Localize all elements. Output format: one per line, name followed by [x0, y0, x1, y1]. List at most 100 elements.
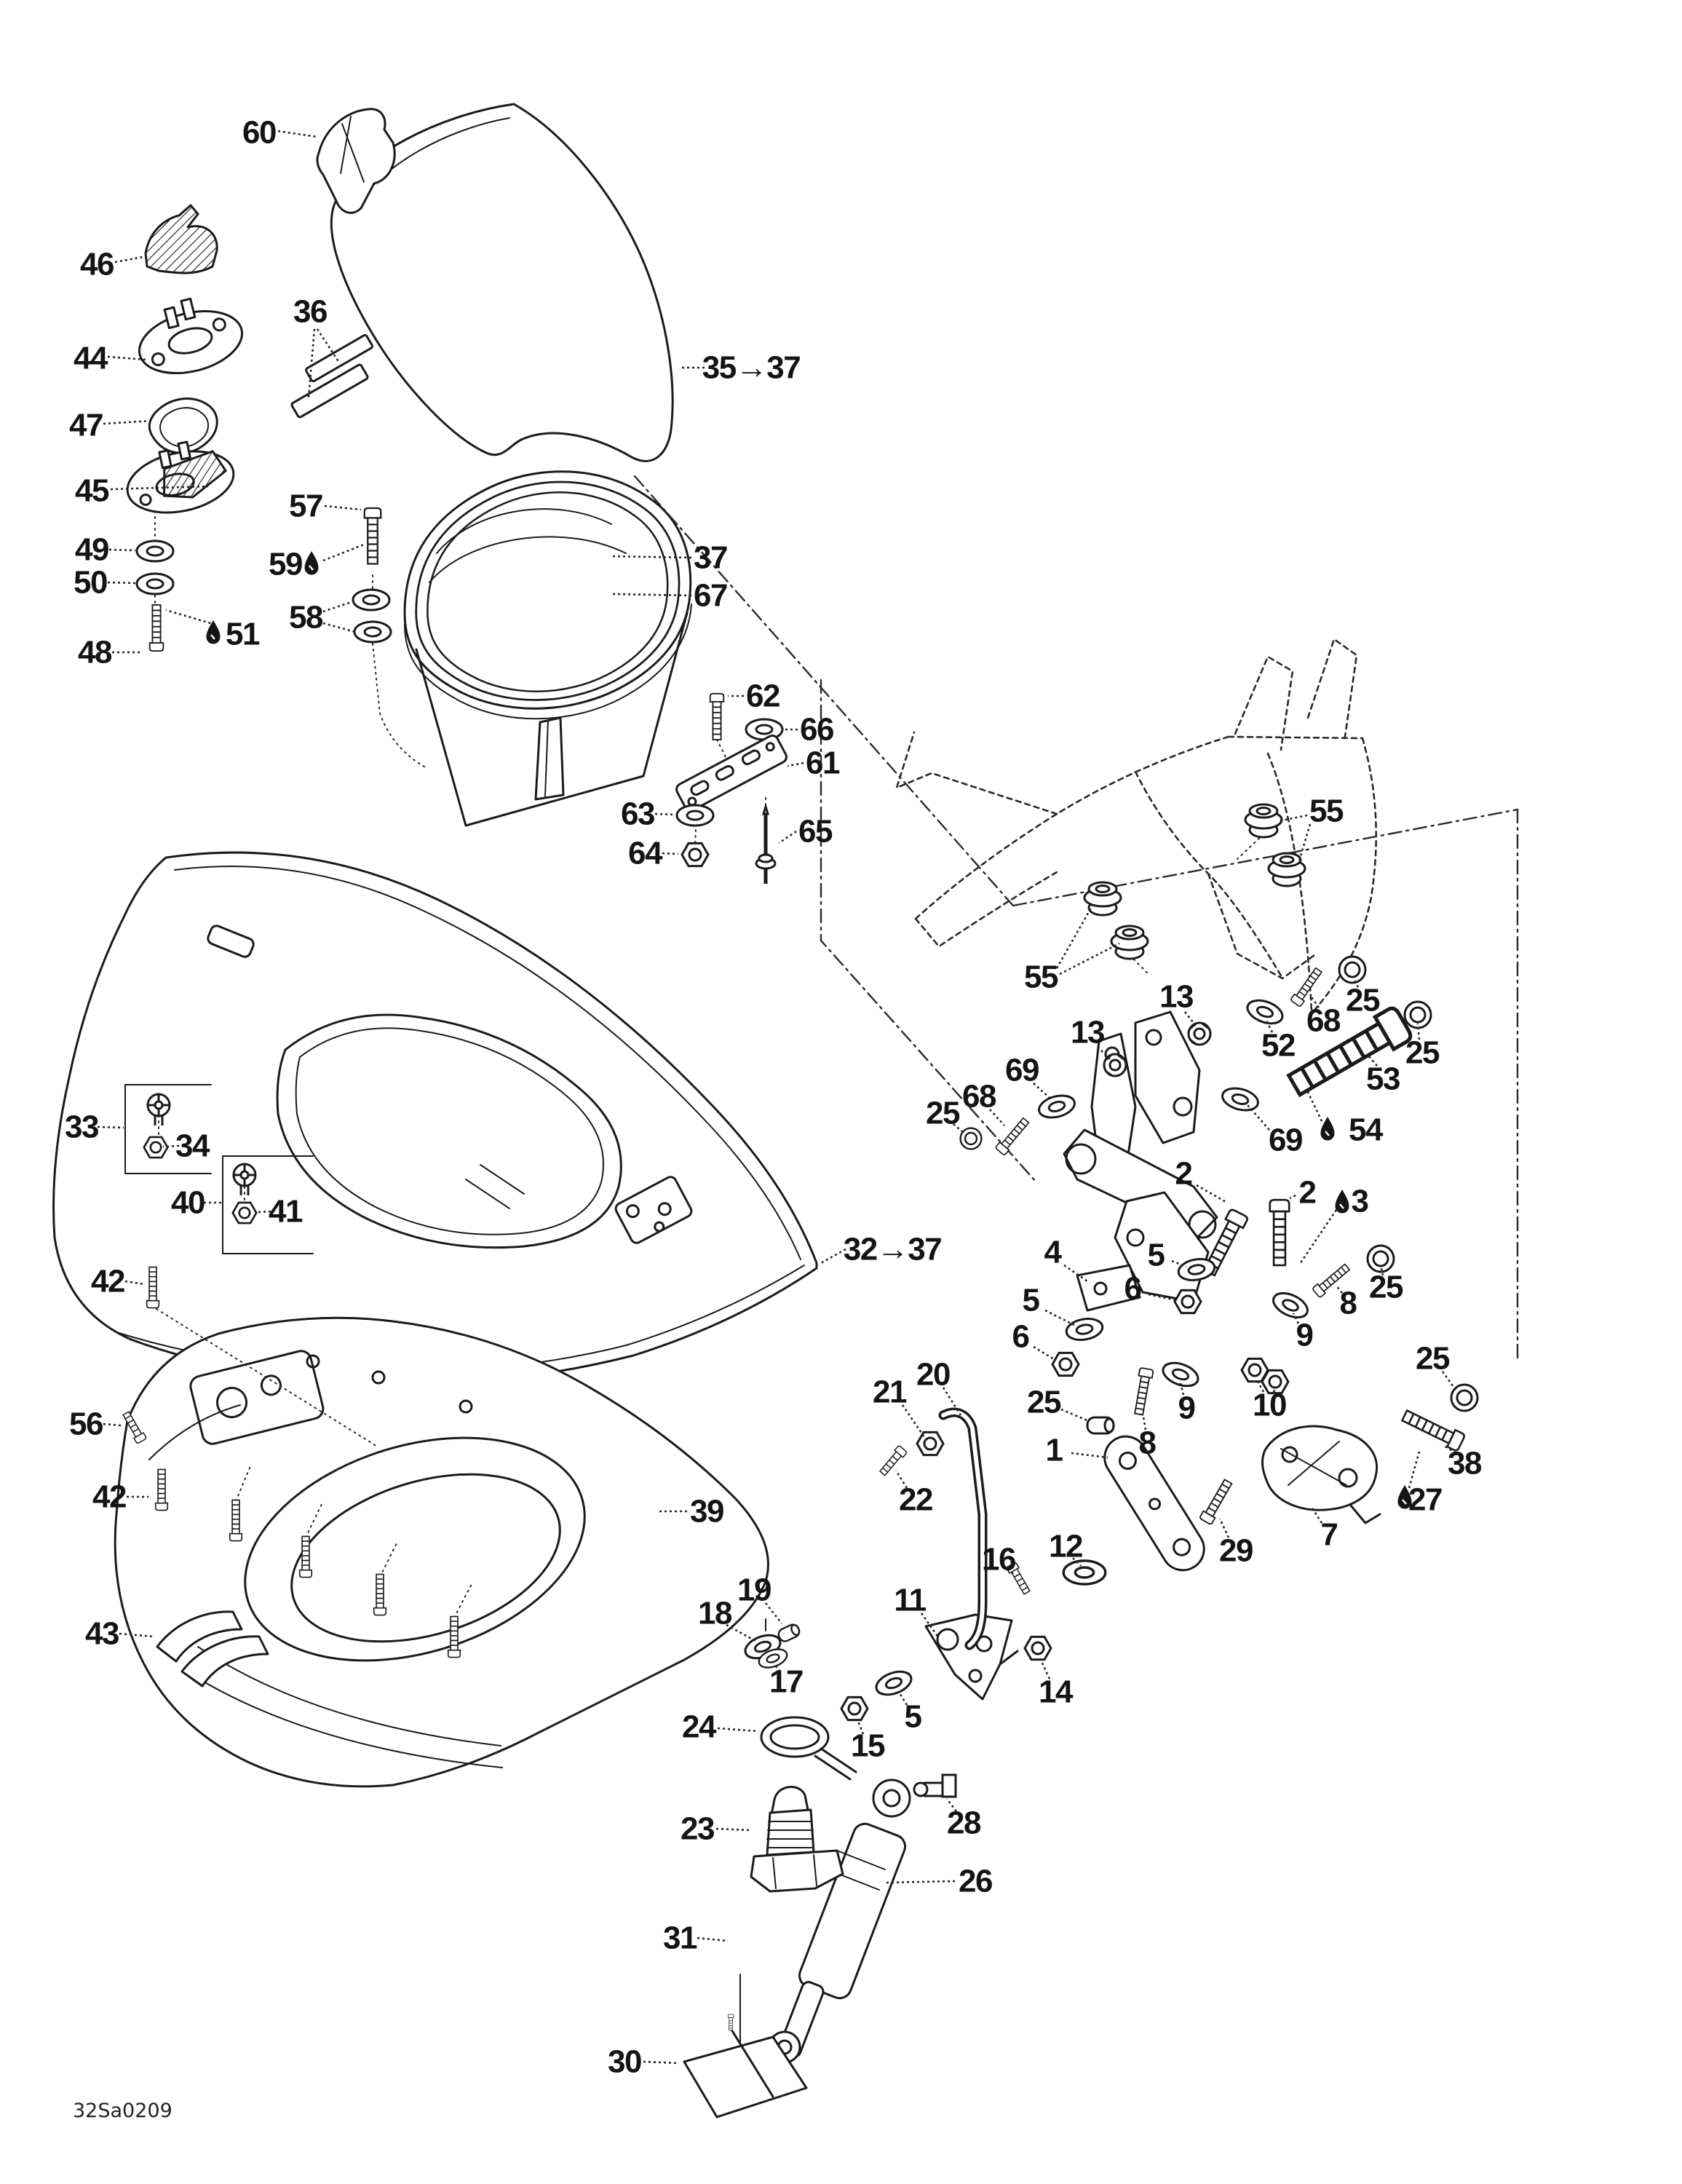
callout-59: 59 [269, 543, 365, 582]
drop-part [1320, 1116, 1336, 1142]
leader-line [1097, 1046, 1111, 1061]
part-number-label: 57 [289, 488, 322, 524]
callout-60: 60 [242, 115, 318, 151]
part-number-label: 25 [1027, 1385, 1061, 1420]
callout-29: 29 [1218, 1518, 1253, 1569]
strips-36 [290, 333, 373, 419]
bolt-part [1290, 965, 1325, 1008]
part-number-label: 31 [663, 1920, 697, 1956]
callout-13: 13 [1071, 1015, 1111, 1061]
duct-43 [156, 1610, 269, 1688]
part-number-label: 37 [694, 540, 727, 576]
leader-line [942, 1387, 962, 1416]
nut-part [1051, 1351, 1080, 1377]
part-number-label: 3 [1352, 1184, 1368, 1219]
leader-line [1196, 1184, 1228, 1204]
part-number-label: 5 [905, 1699, 922, 1735]
callout-26: 26 [886, 1864, 993, 1899]
callout-45: 45 [75, 473, 209, 509]
grommet-part [1244, 803, 1283, 839]
callout-5: 5 [897, 1691, 923, 1735]
callout-68: 68 [962, 1079, 1005, 1126]
storage-bin [403, 470, 692, 827]
washer-part [872, 1666, 916, 1701]
callout-25: 25 [926, 1096, 964, 1133]
leader-line [1289, 1194, 1296, 1200]
leader-line [1368, 1055, 1378, 1067]
callout-6: 6 [1012, 1319, 1056, 1361]
part-number-label: 25 [1369, 1270, 1403, 1305]
part-number-label: 9 [1296, 1318, 1313, 1353]
bolt-part [229, 1499, 243, 1542]
loop-47-inner [159, 407, 209, 448]
part-number-label: 15 [851, 1728, 885, 1764]
base-plate-30 [683, 2028, 808, 2118]
washer-part [352, 588, 391, 612]
callout-47: 47 [69, 408, 152, 443]
leader-line [322, 600, 354, 613]
leader-line [726, 1623, 756, 1642]
leader-line [1272, 1387, 1277, 1393]
grommet-part [1110, 925, 1149, 960]
part-number-label: 58 [289, 600, 323, 636]
leader-line [119, 1632, 155, 1638]
callout-48: 48 [78, 635, 143, 670]
part-number-label: 7 [1321, 1517, 1338, 1553]
leader-line [322, 622, 356, 633]
callout-69: 69 [1005, 1053, 1050, 1099]
nut-part [143, 1136, 169, 1159]
washer-part [1063, 1315, 1106, 1344]
leader-line [787, 761, 804, 767]
leader-line [124, 1280, 145, 1286]
hood [52, 851, 818, 1386]
leader-line [1310, 1506, 1323, 1524]
drop-part [304, 550, 320, 576]
callout-5: 5 [1023, 1283, 1075, 1326]
callout-46: 46 [80, 247, 148, 282]
leader-line [1441, 1371, 1459, 1393]
leader-line [103, 419, 152, 425]
hinge-part [673, 732, 790, 814]
part-number-label: 8 [1340, 1286, 1357, 1321]
callout-42: 42 [91, 1264, 145, 1299]
ring-part [1338, 955, 1367, 984]
part-number-label: 43 [85, 1616, 119, 1652]
callout-4: 4 [1044, 1235, 1088, 1283]
rear-frame-dashed [895, 638, 1378, 1015]
callout-20: 20 [916, 1357, 962, 1416]
part-number-label: 55 [1309, 794, 1344, 829]
part-number-label: 60 [242, 115, 276, 151]
leader-line [697, 1936, 729, 1942]
callout-37: 37 [609, 540, 728, 576]
callout-49: 49 [75, 532, 136, 568]
part-number-label: 63 [621, 796, 654, 832]
leader-line [778, 830, 797, 844]
leader-line [1298, 1209, 1338, 1265]
leader-line [165, 609, 216, 626]
part-number-label: 69 [1269, 1123, 1302, 1158]
nut-part [1023, 1635, 1052, 1661]
part-number-label: 13 [1159, 979, 1193, 1015]
callout-5: 5 [1148, 1238, 1187, 1273]
part-number-label: 49 [75, 532, 108, 568]
washer-part [1159, 1357, 1202, 1392]
bolt-part [146, 1266, 160, 1309]
part-number-label: 53 [1366, 1061, 1400, 1097]
callout-30: 30 [608, 2044, 679, 2080]
leader-line [894, 1470, 908, 1489]
callout-55: 55 [1024, 903, 1120, 995]
leader-line [1335, 1285, 1344, 1294]
leader-line [114, 255, 148, 264]
part-number-label: 5 [1023, 1283, 1040, 1318]
callout-34: 34 [162, 1128, 211, 1164]
part-number-label: 44 [74, 341, 108, 376]
leader-line [643, 2060, 679, 2065]
leader-line [1044, 1309, 1075, 1326]
leader-line [107, 581, 136, 585]
part-number-label: 2 [1299, 1175, 1316, 1211]
nut-part [1173, 1289, 1202, 1315]
part-number-label: 40 [171, 1185, 205, 1221]
callout-39: 39 [659, 1494, 724, 1530]
